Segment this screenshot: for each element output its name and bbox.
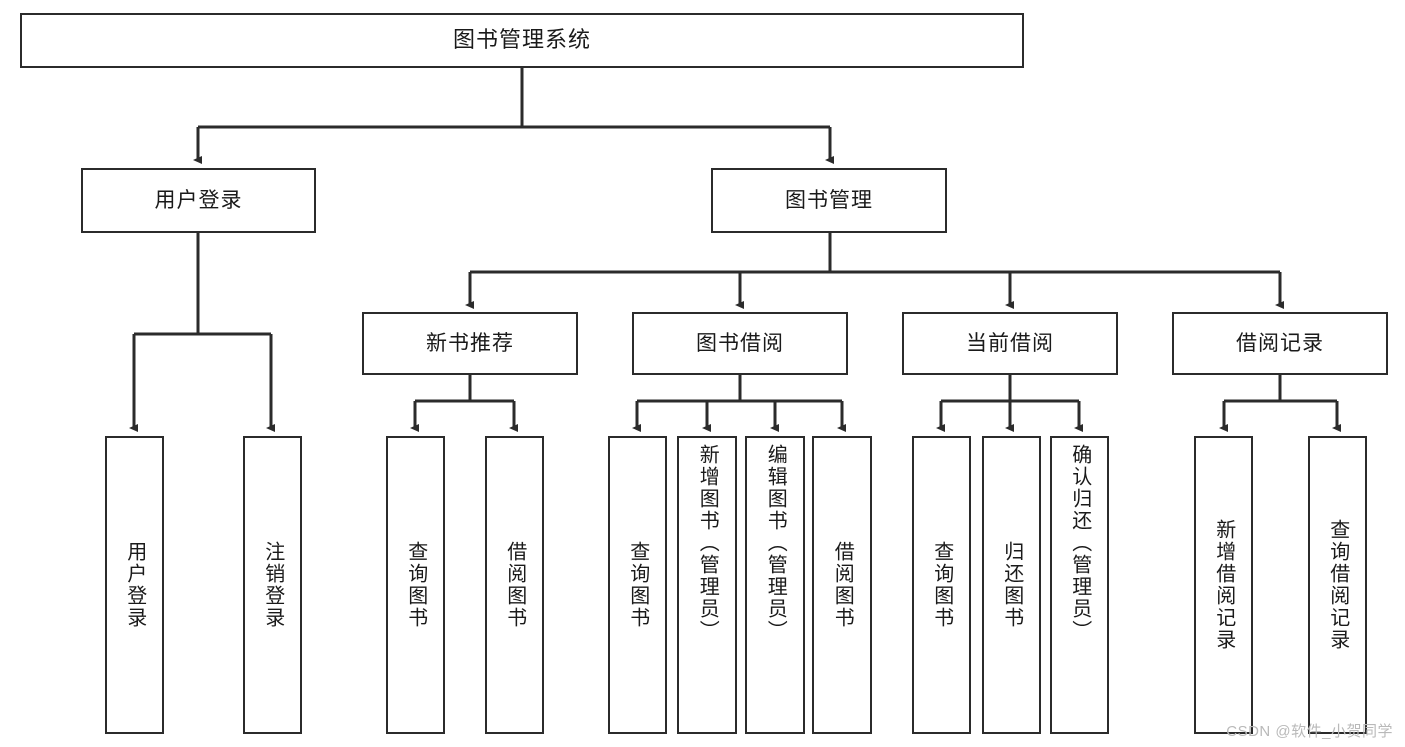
node-leaf-confirm-return[interactable]: 确认归还（管理员）: [1050, 436, 1109, 734]
node-leaf-logout-login[interactable]: 注销登录: [243, 436, 302, 734]
node-leaf-user-login[interactable]: 用户登录: [105, 436, 164, 734]
node-leaf-query-book-recommend[interactable]: 查询图书: [386, 436, 445, 734]
node-new-book-recommend[interactable]: 新书推荐: [362, 312, 578, 375]
node-leaf-borrow-book-recommend[interactable]: 借阅图书: [485, 436, 544, 734]
node-book-borrow[interactable]: 图书借阅: [632, 312, 848, 375]
node-leaf-add-book[interactable]: 新增图书（管理员）: [677, 436, 737, 734]
node-leaf-borrow-book[interactable]: 借阅图书: [812, 436, 872, 734]
node-leaf-query-book-borrow[interactable]: 查询图书: [608, 436, 667, 734]
node-leaf-query-book-current[interactable]: 查询图书: [912, 436, 971, 734]
csdn-watermark: CSDN @软件_小贺同学: [1226, 723, 1393, 740]
node-borrow-record[interactable]: 借阅记录: [1172, 312, 1388, 375]
node-leaf-return-book[interactable]: 归还图书: [982, 436, 1041, 734]
node-book-manage[interactable]: 图书管理: [711, 168, 947, 233]
node-user-login[interactable]: 用户登录: [81, 168, 316, 233]
node-leaf-add-borrow-record[interactable]: 新增借阅记录: [1194, 436, 1253, 734]
node-leaf-query-borrow-record[interactable]: 查询借阅记录: [1308, 436, 1367, 734]
node-current-borrow[interactable]: 当前借阅: [902, 312, 1118, 375]
node-root-system[interactable]: 图书管理系统: [20, 13, 1024, 68]
node-leaf-edit-book[interactable]: 编辑图书（管理员）: [745, 436, 805, 734]
